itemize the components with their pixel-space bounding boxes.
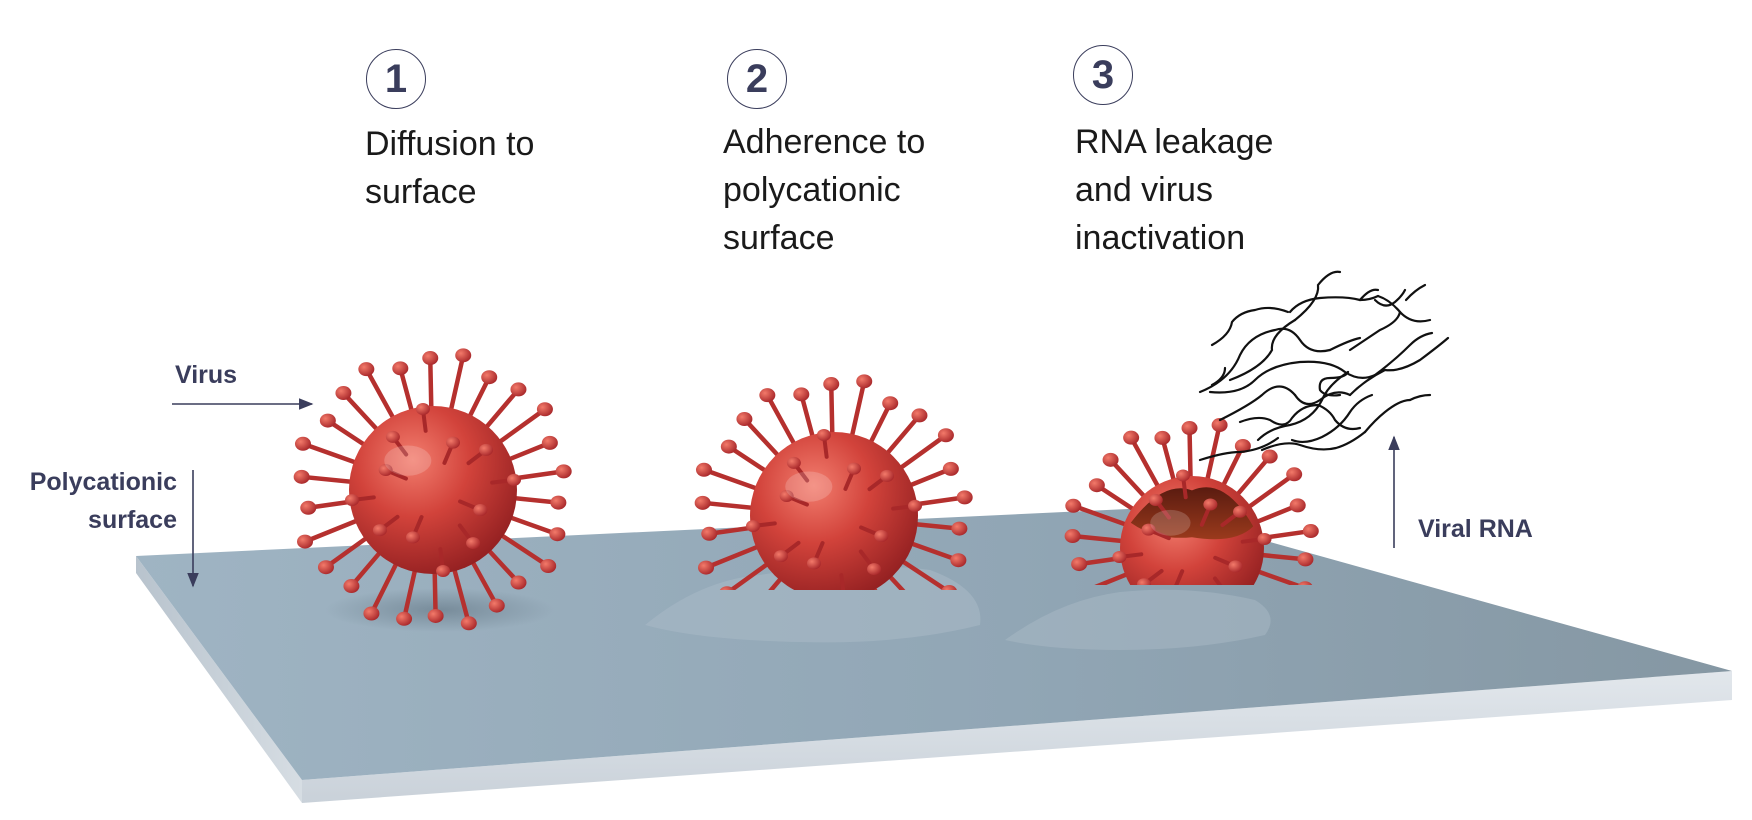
step-3-line-2: and virus	[1075, 171, 1213, 209]
polycationic-slab	[136, 508, 1732, 803]
step-1-line-1: Diffusion to	[365, 125, 535, 163]
step-2-line-3: surface	[723, 219, 835, 257]
surface-label-line-2: surface	[88, 506, 177, 534]
step-3-line-3: inactivation	[1075, 219, 1246, 257]
slab-side	[136, 556, 302, 803]
step-1-description: Diffusion to surface	[365, 120, 534, 216]
virus-label: Virus	[175, 361, 238, 389]
step-1-number: 1	[366, 49, 426, 109]
step-2-line-1: Adherence to	[723, 123, 926, 161]
virus-3-icon	[1064, 418, 1319, 585]
step-2-number: 2	[727, 49, 787, 109]
step-3-description: RNA leakage and virus inactivation	[1075, 118, 1273, 262]
viral-rna-label: Viral RNA	[1418, 515, 1533, 543]
virus-3-puddle	[1005, 589, 1271, 650]
slab-front	[302, 671, 1732, 803]
viruses	[293, 348, 1319, 631]
step-2-line-2: polycationic	[723, 171, 901, 209]
step-3-number: 3	[1073, 45, 1133, 105]
virus-1-icon	[293, 348, 572, 631]
surface-label-line-1: Polycationic	[29, 468, 177, 496]
step-2-description: Adherence to polycationic surface	[723, 118, 925, 262]
virus-1-shadow	[325, 588, 555, 632]
slab-top	[136, 508, 1732, 780]
viral-rna-strands-icon	[1198, 270, 1450, 462]
polycationic-surface-label: Polycationic surface	[17, 463, 177, 539]
step-3-line-1: RNA leakage	[1075, 123, 1274, 161]
step-1-line-2: surface	[365, 173, 477, 211]
virus-2-icon	[694, 374, 973, 590]
